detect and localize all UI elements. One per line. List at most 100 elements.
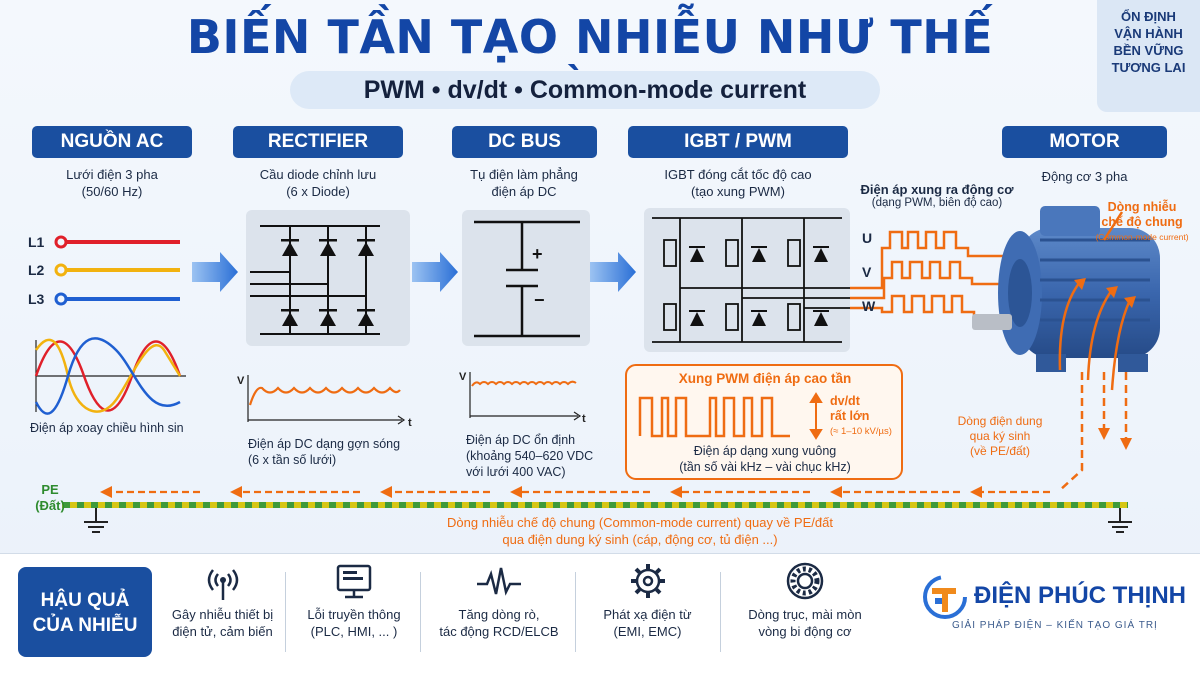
rectifier-caption: Điện áp DC dạng gợn sóng (6 x tần số lướ… [248, 436, 418, 468]
pe-label-line: (Đất) [35, 498, 65, 513]
badge-line: BỀN VỮNG [1113, 43, 1184, 58]
cm-label-line: chế độ chung [1101, 215, 1183, 229]
cm-arrow-heads [1074, 278, 1136, 308]
consequence-line: Phát xạ điện từ [603, 607, 692, 622]
cm-current-arrows [1058, 211, 1132, 391]
flow-arrow-2 [412, 252, 458, 292]
company-name: ĐIỆN PHÚC THỊNH [974, 582, 1187, 609]
consequences-heading-line: CỦA NHIỄU [32, 615, 138, 636]
output-sub: (dạng PWM, biên độ cao) [871, 197, 1003, 209]
pwm-callout-caption: Điện áp dạng xung vuông (tần số vài kHz … [640, 443, 890, 475]
parasitic-line: (về PE/đất) [969, 444, 1031, 458]
consequence-line: Dòng trục, mài mòn [748, 607, 862, 622]
pwm-callout-title: Xung PWM điện áp cao tần [678, 371, 852, 386]
dcbus-desc: Tụ điện làm phẳng điện áp DC [444, 166, 604, 200]
pe-bus [62, 502, 1128, 508]
ac-caption: Điện áp xoay chiều hình sin [30, 421, 184, 435]
leakage-heads [1098, 428, 1132, 450]
rectifier-desc: Cầu diode chỉnh lưu (6 x Diode) [228, 166, 408, 200]
consequence-line: (EMI, EMC) [613, 624, 682, 639]
igbt-desc-line: IGBT đóng cắt tốc độ cao [664, 167, 812, 182]
consequences-heading-line: HẬU QUẢ [40, 590, 130, 611]
output-pwm-traces [850, 230, 1016, 324]
separator [575, 572, 576, 652]
monitor-icon [336, 564, 372, 599]
stage-head-dcbus: DC BUS [452, 126, 597, 158]
ac-desc-line: (50/60 Hz) [81, 184, 143, 199]
dcbus-desc-line: điện áp DC [491, 184, 557, 199]
diagram-canvas: V t + − V t [34, 206, 1160, 533]
return-arrow-heads [100, 486, 982, 498]
pwm-callout-wave [638, 396, 790, 438]
sine-wave-plot [34, 337, 186, 415]
diode-symbols [281, 239, 375, 326]
cm-label-line: Dòng nhiễu [1107, 200, 1177, 214]
parasitic-label: Dòng điện dung qua ký sinh (về PE/đất) [940, 414, 1060, 459]
pe-note-line: qua điện dung ký sinh (cáp, động cơ, tủ … [502, 532, 778, 547]
phase-label-l1: L1 [28, 234, 45, 250]
pwm-caption-line: (tần số vài kHz – vài chục kHz) [679, 460, 851, 474]
output-phase-v: V [862, 264, 872, 280]
ripple-axis-v: V [237, 375, 245, 387]
consequences-heading: HẬU QUẢ CỦA NHIỄU [18, 567, 152, 657]
rectifier-caption-line: (6 x tần số lưới) [248, 453, 337, 467]
pulse-icon [477, 567, 521, 596]
badge-line: VẬN HÀNH [1114, 26, 1183, 41]
igbt-diodes [689, 246, 829, 326]
cm-label: Dòng nhiễu chế độ chung (Common-mode cur… [1082, 200, 1200, 245]
flow-arrow-1 [192, 252, 238, 292]
pe-label-line: PE [41, 482, 59, 497]
dvdt-line: dv/dt [830, 394, 860, 408]
ripple-axis-t: t [408, 417, 412, 429]
dcbus-caption-line: với lưới 400 VAC) [466, 465, 566, 479]
parasitic-line: qua ký sinh [969, 429, 1031, 443]
dvdt-line: (≈ 1–10 kV/µs) [830, 426, 892, 437]
dcbus-caption-line: (khoảng 540–620 VDC [466, 449, 594, 463]
ripple-plot [247, 375, 406, 425]
bearing-icon [786, 562, 824, 600]
corner-badge: ỔN ĐỊNH VẬN HÀNH BỀN VỮNG TƯƠNG LAI [1097, 0, 1200, 112]
phase-label-l3: L3 [28, 291, 45, 307]
subtitle: PWM • dv/dt • Common-mode current [290, 71, 880, 109]
output-phase-u: U [862, 230, 873, 246]
company-logo-icon [923, 575, 967, 619]
motor-desc: Động cơ 3 pha [1041, 169, 1128, 184]
consequence-item: Dòng trục, mài mòn vòng bi động cơ [725, 562, 885, 662]
igbt-desc-line: (tạo xung PWM) [691, 184, 785, 199]
consequence-line: tác động RCD/ELCB [439, 624, 559, 639]
stage-head-ac: NGUỒN AC [32, 126, 192, 158]
antenna-icon [207, 569, 238, 600]
phase-line-l1 [54, 235, 180, 249]
badge-line: TƯƠNG LAI [1111, 60, 1186, 75]
consequence-line: (PLC, HMI, ... ) [310, 624, 398, 639]
dcbus-panel [462, 210, 590, 346]
rectifier-caption-line: Điện áp DC dạng gợn sóng [248, 437, 401, 451]
pwm-callout-box [625, 364, 903, 480]
consequence-line: Gây nhiễu thiết bị [171, 607, 274, 622]
phase-line-l3 [54, 292, 180, 306]
consequence-line: Tăng dòng rò, [458, 607, 540, 622]
gear-icon [630, 564, 665, 598]
capacitor-plus: + [532, 244, 543, 264]
pe-note: Dòng nhiễu chế độ chung (Common-mode cur… [380, 514, 900, 548]
consequence-item: Phát xạ điện từ (EMI, EMC) [580, 562, 715, 662]
cm-label-line: (Common-mode current) [1095, 232, 1189, 242]
ac-desc-line: Lưới điện 3 pha [66, 167, 158, 182]
pe-label: PE (Đất) [26, 482, 74, 514]
rectifier-desc-line: Cầu diode chỉnh lưu [259, 167, 377, 182]
motor-illustration [972, 206, 1160, 372]
phase-label-l2: L2 [28, 262, 45, 278]
capacitor-symbol [474, 220, 580, 338]
stage-head-motor: MOTOR [1002, 126, 1167, 158]
consequence-line: điện tử, cảm biến [172, 624, 273, 639]
dcbus-desc-line: Tụ điện làm phẳng [470, 167, 578, 182]
dcbus-caption-line: Điện áp DC ổn định [466, 433, 576, 447]
stage-head-igbt: IGBT / PWM [628, 126, 848, 158]
consequence-line: Lỗi truyền thông [307, 607, 401, 622]
ground-symbol-right [1108, 508, 1132, 533]
leakage-dashes [1059, 372, 1128, 491]
separator [285, 572, 286, 652]
dvdt-line: rất lớn [830, 409, 870, 423]
igbt-bridge [652, 217, 850, 343]
ac-desc: Lưới điện 3 pha (50/60 Hz) [32, 166, 192, 200]
